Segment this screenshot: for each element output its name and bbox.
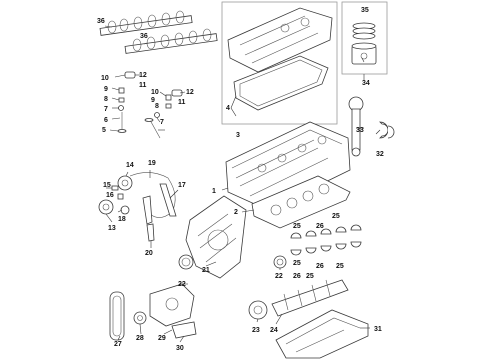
callout-22-right: 22 bbox=[275, 273, 283, 280]
callout-24: 24 bbox=[270, 327, 278, 334]
callout-10-left: 10 bbox=[101, 75, 109, 82]
callout-8-left: 8 bbox=[104, 96, 108, 103]
callout-25-e: 25 bbox=[306, 273, 314, 280]
front-crank-seal[interactable] bbox=[178, 254, 194, 270]
callout-10-right: 10 bbox=[151, 89, 159, 96]
oil-pump[interactable] bbox=[149, 283, 195, 327]
valve-right[interactable] bbox=[144, 118, 161, 139]
callout-22-left: 22 bbox=[178, 281, 186, 288]
chain-guide[interactable] bbox=[159, 183, 177, 217]
callout-35: 35 bbox=[361, 7, 369, 14]
lifter-left[interactable] bbox=[118, 87, 125, 111]
callout-18: 18 bbox=[118, 216, 126, 223]
callout-8-right: 8 bbox=[155, 103, 159, 110]
oil-pump-chain[interactable] bbox=[109, 291, 125, 341]
callout-26-a: 26 bbox=[316, 223, 324, 230]
chain-tensioner[interactable] bbox=[142, 195, 153, 225]
oil-pickup[interactable] bbox=[171, 321, 197, 339]
callout-3: 3 bbox=[236, 132, 240, 139]
timing-cover[interactable] bbox=[185, 195, 247, 279]
leader-lines bbox=[104, 25, 381, 343]
callout-36-lower: 36 bbox=[140, 33, 148, 40]
crankshaft[interactable] bbox=[271, 279, 349, 317]
callout-27: 27 bbox=[114, 341, 122, 348]
rocker-arm-right[interactable] bbox=[171, 89, 183, 97]
main-bearings[interactable] bbox=[290, 224, 362, 256]
camshaft-lower[interactable] bbox=[124, 28, 218, 54]
sprocket-bolt[interactable] bbox=[111, 185, 124, 200]
callout-30: 30 bbox=[176, 345, 184, 352]
callout-6: 6 bbox=[104, 117, 108, 124]
callout-7-left: 7 bbox=[104, 106, 108, 113]
piston-group-box bbox=[341, 1, 388, 75]
callout-9-right: 9 bbox=[151, 97, 155, 104]
camshaft-upper[interactable] bbox=[99, 10, 193, 36]
callout-19: 19 bbox=[148, 160, 156, 167]
crank-sprocket[interactable] bbox=[98, 199, 114, 215]
callout-28: 28 bbox=[136, 335, 144, 342]
callout-31: 31 bbox=[374, 326, 382, 333]
crankshaft-pulley[interactable] bbox=[248, 300, 268, 320]
callout-12-left: 12 bbox=[139, 72, 147, 79]
rod-bearing[interactable] bbox=[379, 121, 395, 139]
callout-29: 29 bbox=[158, 335, 166, 342]
oil-pump-sprocket[interactable] bbox=[133, 311, 147, 325]
camshaft-sprocket[interactable] bbox=[117, 175, 133, 191]
callout-5: 5 bbox=[102, 127, 106, 134]
rocker-arm-left[interactable] bbox=[124, 71, 136, 79]
cylinder-head[interactable] bbox=[225, 121, 351, 211]
valve-cover[interactable] bbox=[227, 7, 333, 73]
callout-23: 23 bbox=[252, 327, 260, 334]
piston-rings[interactable] bbox=[352, 22, 376, 40]
callout-25-c: 25 bbox=[293, 260, 301, 267]
callout-26-b: 26 bbox=[316, 263, 324, 270]
callout-32: 32 bbox=[376, 151, 384, 158]
callout-labels: 36 36 10 12 9 11 8 7 6 5 10 9 12 11 8 7 … bbox=[97, 7, 384, 352]
callout-9-left: 9 bbox=[104, 86, 108, 93]
valve-left[interactable] bbox=[117, 112, 127, 133]
callout-11-left: 11 bbox=[139, 82, 147, 89]
callout-1: 1 bbox=[212, 188, 216, 195]
callout-11-right: 11 bbox=[178, 99, 186, 106]
piston[interactable] bbox=[351, 42, 377, 65]
callout-2: 2 bbox=[234, 209, 238, 216]
callout-25-a: 25 bbox=[293, 223, 301, 230]
callout-16: 16 bbox=[106, 192, 114, 199]
callout-17: 17 bbox=[178, 182, 186, 189]
callout-14: 14 bbox=[126, 162, 134, 169]
tensioner-rail[interactable] bbox=[146, 223, 155, 242]
callout-25-d: 25 bbox=[336, 263, 344, 270]
valve-cover-gasket[interactable] bbox=[233, 55, 329, 111]
callout-25-b: 25 bbox=[332, 213, 340, 220]
callout-21: 21 bbox=[202, 267, 210, 274]
lifter-right[interactable] bbox=[154, 94, 172, 118]
callout-12-right: 12 bbox=[186, 89, 194, 96]
callout-36-upper: 36 bbox=[97, 18, 105, 25]
callout-26-c: 26 bbox=[293, 273, 301, 280]
callout-15: 15 bbox=[103, 182, 111, 189]
head-gasket[interactable] bbox=[251, 175, 351, 229]
callout-13: 13 bbox=[108, 225, 116, 232]
callout-20: 20 bbox=[145, 250, 153, 257]
rear-main-seal[interactable] bbox=[273, 255, 287, 269]
callout-7-right: 7 bbox=[160, 119, 164, 126]
connecting-rod[interactable] bbox=[348, 96, 364, 157]
callout-34: 34 bbox=[362, 80, 370, 87]
callout-33: 33 bbox=[356, 127, 364, 134]
oil-pan[interactable] bbox=[275, 309, 369, 359]
timing-chain-upper[interactable] bbox=[129, 172, 176, 218]
valve-cover-group-box bbox=[221, 1, 338, 125]
balance-washer[interactable] bbox=[120, 205, 130, 215]
callout-4: 4 bbox=[226, 105, 230, 112]
